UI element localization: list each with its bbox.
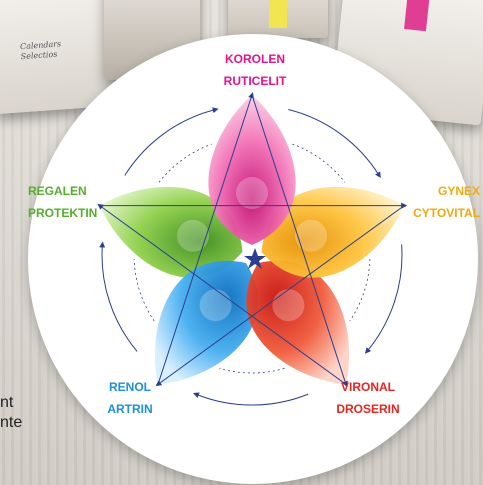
petal-vironal-heart-icon [272,289,305,322]
label-gynex: GYNEX CYTOVITAL [413,184,480,220]
petal-korolen-heart-icon [236,177,268,209]
product-box-center [228,0,328,38]
cycle-arc-outer [288,109,381,179]
cycle-arc-outer [364,244,403,354]
petal-renol [154,260,258,385]
cycle-arc-outer [124,107,219,176]
cycle-arc-inner [292,143,346,183]
petals [99,95,405,385]
petal-korolen [208,95,296,245]
box-yellow-stripe [269,0,287,28]
pentagram-line [155,205,405,387]
petal-regalen-heart-icon [177,219,209,252]
petal-vironal [246,260,350,385]
pentagram-line [251,94,348,388]
label-korolen: KOROLEN RUTICELIT [223,52,287,88]
pentagram-line [157,92,254,385]
label-renol: RENOL ARTRIN [107,380,153,416]
pentagram-lines [97,92,408,388]
cycle-arcs [99,107,403,406]
star-icon [244,248,266,269]
label-regalen: REGALEN PROTEKTIN [28,184,98,220]
cycle-arc-outer [99,241,138,352]
cycle-arc-inner [219,368,285,374]
label-vironal: VIRONAL DROSERIN [336,380,400,416]
side-text: nt nte [0,394,23,431]
petal-regalen [99,186,243,278]
cycle-arc-inner [133,259,155,322]
cycle-arc-outer [193,392,309,406]
cycle-arc-inner [349,259,371,322]
petal-gynex [261,186,405,278]
petal-renol-heart-icon [199,289,232,322]
cycle-arc-inner [158,143,212,183]
pentagram-line [97,203,347,385]
petal-gynex-heart-icon [295,219,327,252]
